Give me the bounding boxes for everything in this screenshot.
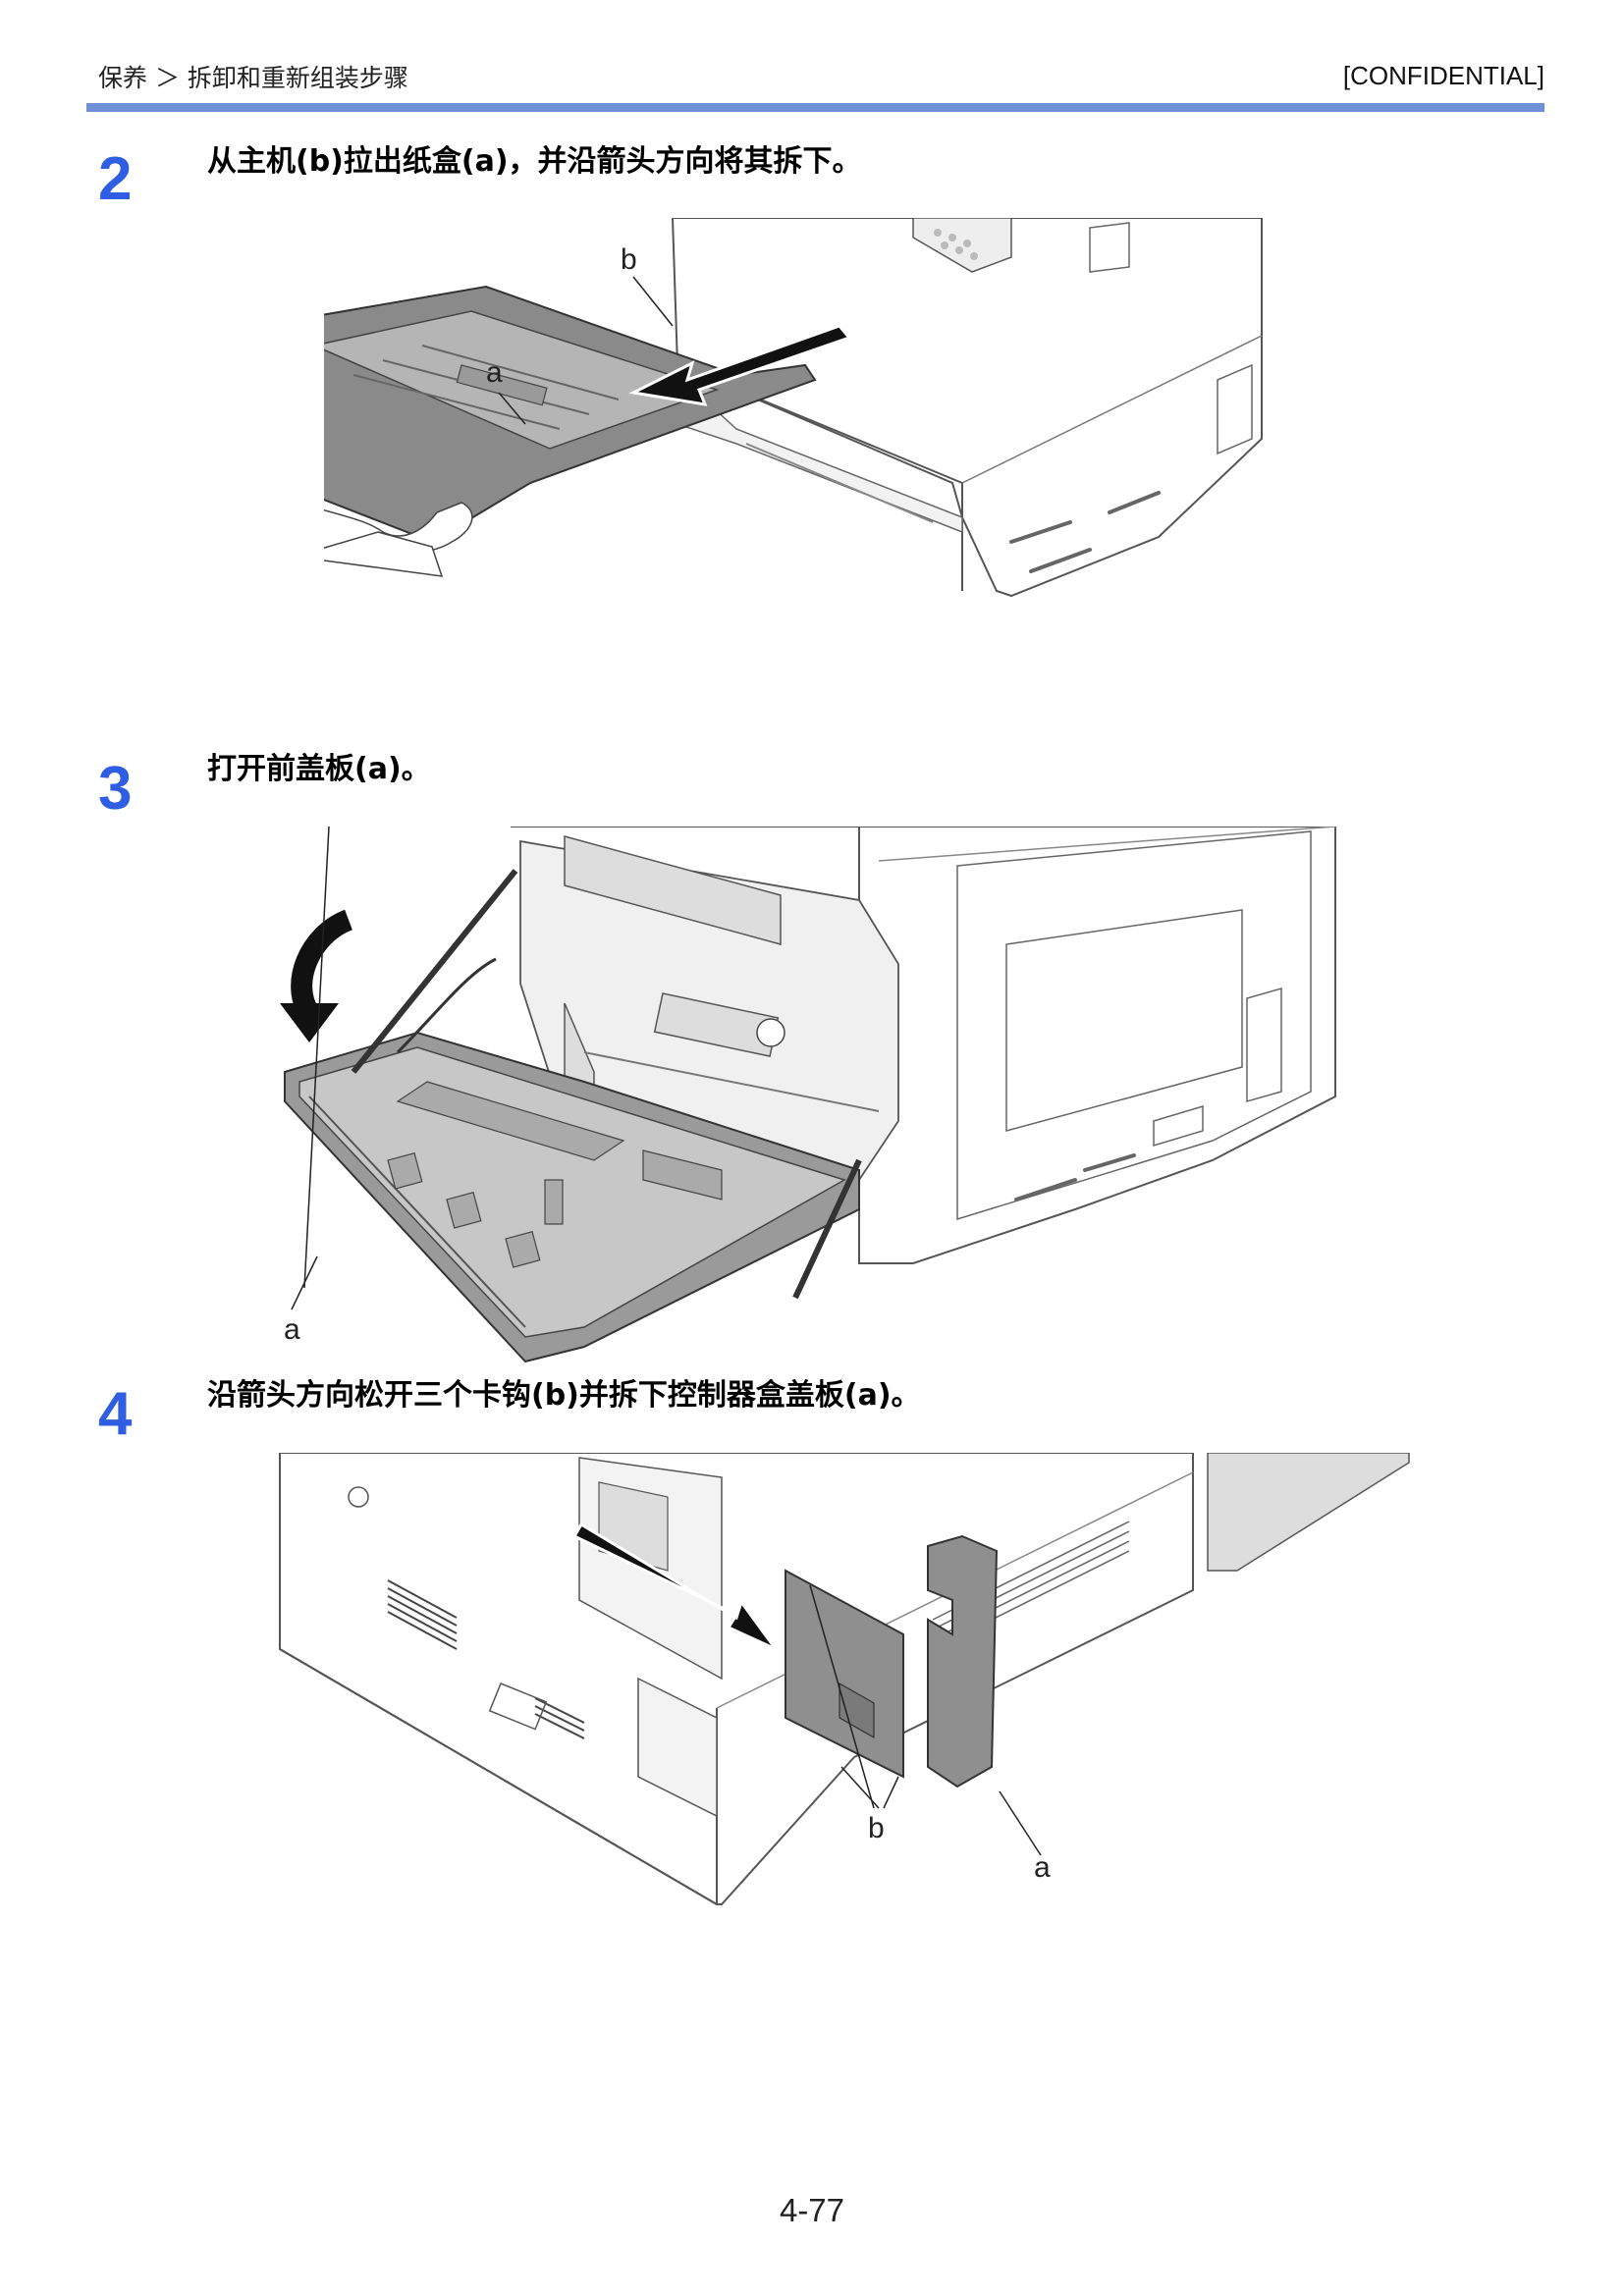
- callout-b: b: [621, 243, 637, 276]
- callout-a: a: [486, 356, 503, 389]
- callout-b: b: [868, 1812, 885, 1844]
- page-header: 保养 ＞ 拆卸和重新组装步骤 [CONFIDENTIAL]: [0, 0, 1624, 118]
- step-instruction: 打开前盖板(a)。: [207, 752, 431, 786]
- header-rule: [86, 103, 1544, 112]
- page-number: 4-77: [779, 2192, 845, 2228]
- figure-open-front-cover: a: [270, 827, 1350, 1376]
- figure-remove-paper-cassette: b a: [324, 218, 1267, 753]
- step-instruction: 沿箭头方向松开三个卡钩(b)并拆下控制器盒盖板(a)。: [207, 1378, 921, 1413]
- step-number: 2: [98, 145, 133, 213]
- breadcrumb: 保养 ＞ 拆卸和重新组装步骤: [98, 64, 408, 92]
- callout-a: a: [1034, 1851, 1051, 1884]
- step-instruction: 从主机(b)拉出纸盒(a)，并沿箭头方向将其拆下。: [207, 144, 862, 179]
- figure-remove-controller-cover: b a: [275, 1453, 1424, 1914]
- step-number: 3: [98, 755, 133, 823]
- step-number: 4: [98, 1380, 133, 1448]
- confidential-label: [CONFIDENTIAL]: [1342, 61, 1544, 90]
- callout-a: a: [284, 1313, 300, 1346]
